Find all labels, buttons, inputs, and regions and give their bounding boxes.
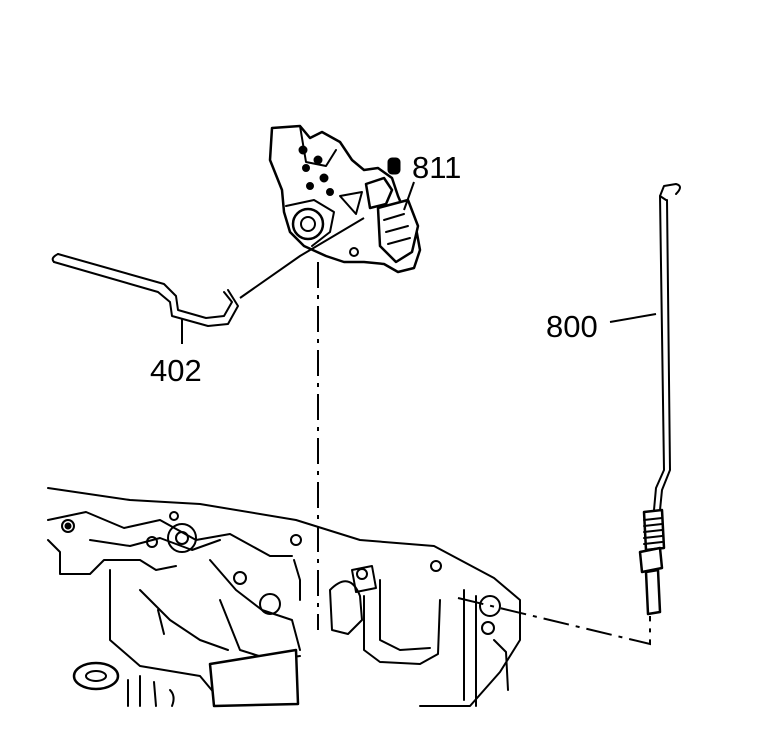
linkage-rod-402 bbox=[51, 253, 239, 327]
detent-lever-assembly bbox=[268, 124, 422, 274]
transmission-case bbox=[47, 487, 521, 708]
leader-lines bbox=[181, 181, 657, 646]
callout-811: 811 bbox=[412, 150, 461, 185]
manual-shaft-rod-800 bbox=[638, 183, 681, 616]
callout-402: 402 bbox=[150, 353, 202, 388]
callout-800: 800 bbox=[546, 309, 598, 344]
